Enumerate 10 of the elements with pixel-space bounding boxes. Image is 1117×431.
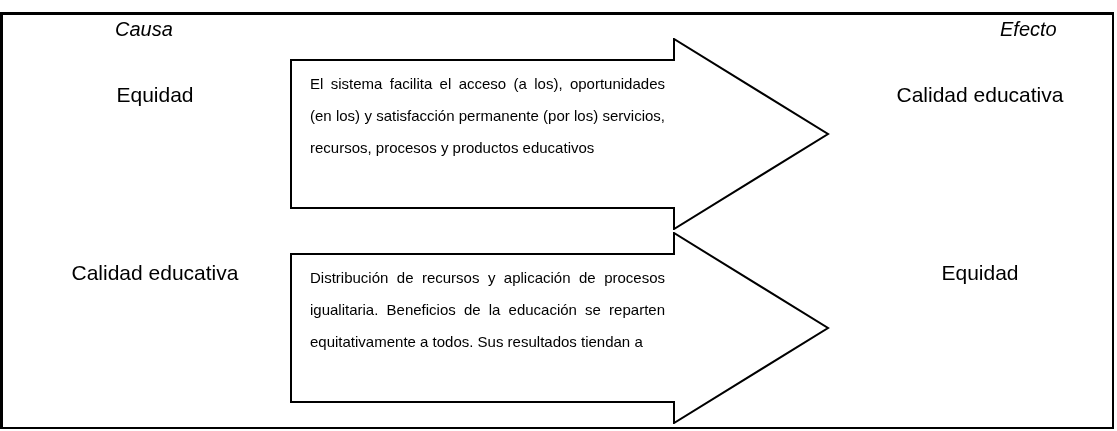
concept-label: Calidad educativa: [860, 70, 1100, 120]
column-heading: Efecto: [1000, 17, 1057, 42]
block-arrow: [290, 232, 830, 424]
column-heading: Causa: [115, 17, 173, 42]
concept-label: Calidad educativa: [20, 248, 290, 298]
arrow-text: El sistema facilita el acceso (a los), oportunidades (en los) y satisfacción permanente (por los) servicios, recursos, procesos y productos educativos: [310, 74, 665, 158]
concept-label: Equidad: [860, 248, 1100, 298]
block-arrow: [290, 38, 830, 230]
concept-label: Equidad: [40, 70, 270, 120]
arrow-text: Distribución de recursos y aplicación de procesos igualitaria. Beneficios de la educación se reparten equitativamente a todos. Sus resultados tiendan a: [310, 268, 665, 352]
